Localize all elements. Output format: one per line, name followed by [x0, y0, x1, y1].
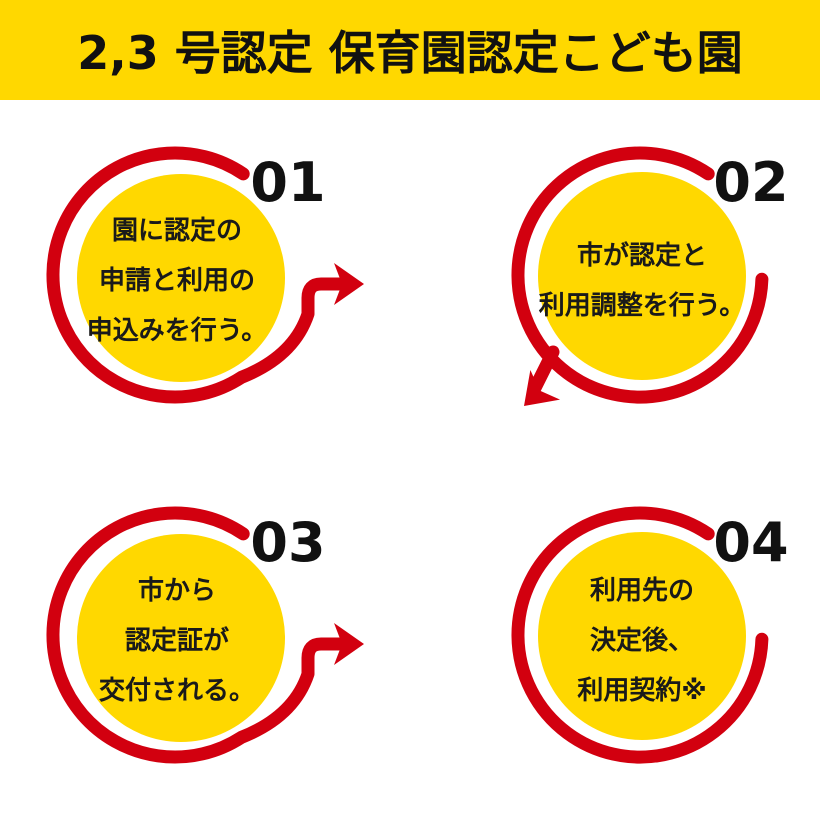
- arrow-right-icon: [334, 263, 364, 305]
- step-04-graphic: [511, 506, 769, 764]
- step-text-line: 利用調整を行う。: [538, 291, 746, 321]
- step-circle: [77, 534, 285, 742]
- step-number: 04: [713, 511, 789, 574]
- step-01-graphic: [46, 146, 364, 404]
- arrow-down-left-icon: [524, 369, 561, 406]
- header-banner: 2,3 号認定 保育園認定こども園: [0, 0, 820, 100]
- step-number: 02: [713, 151, 789, 214]
- step-text-line: 申込みを行う。: [86, 316, 268, 346]
- step-text-line: 市が認定と: [576, 241, 707, 271]
- step-text-line: 利用契約※: [577, 676, 707, 706]
- step-03-graphic: [46, 506, 364, 764]
- step-text-line: 認定証が: [124, 626, 229, 656]
- step-text-line: 決定後、: [589, 626, 694, 656]
- step-04: 04 利用先の 決定後、 利用契約※: [410, 460, 820, 820]
- step-text-line: 申請と利用の: [98, 266, 255, 296]
- step-number: 03: [250, 511, 326, 574]
- step-02-graphic: [511, 146, 769, 406]
- step-text: 利用先の 決定後、 利用契約※: [517, 530, 767, 752]
- step-number: 01: [250, 151, 326, 214]
- page-title: 2,3 号認定 保育園認定こども園: [77, 26, 743, 80]
- step-text-line: 市から: [137, 576, 216, 606]
- step-text-line: 園に認定の: [111, 216, 242, 246]
- progress-arc: [511, 146, 769, 404]
- step-circle: [77, 174, 285, 382]
- step-02: 02 市が認定と 利用調整を行う。: [410, 100, 820, 460]
- step-text: 市から 認定証が 交付される。: [52, 530, 302, 752]
- step-circle: [538, 532, 746, 740]
- progress-arc: [46, 506, 349, 764]
- step-text: 園に認定の 申請と利用の 申込みを行う。: [52, 170, 302, 392]
- progress-arc: [46, 146, 349, 404]
- step-circle: [538, 172, 746, 380]
- arrow-stem: [528, 345, 560, 395]
- step-03: 03 市から 認定証が 交付される。: [0, 460, 410, 820]
- step-text: 市が認定と 利用調整を行う。: [517, 170, 767, 392]
- step-text-line: 交付される。: [98, 676, 255, 706]
- arrow-right-icon: [334, 623, 364, 665]
- step-text-line: 利用先の: [589, 576, 694, 606]
- progress-arc: [511, 506, 769, 764]
- step-01: 01 園に認定の 申請と利用の 申込みを行う。: [0, 100, 410, 460]
